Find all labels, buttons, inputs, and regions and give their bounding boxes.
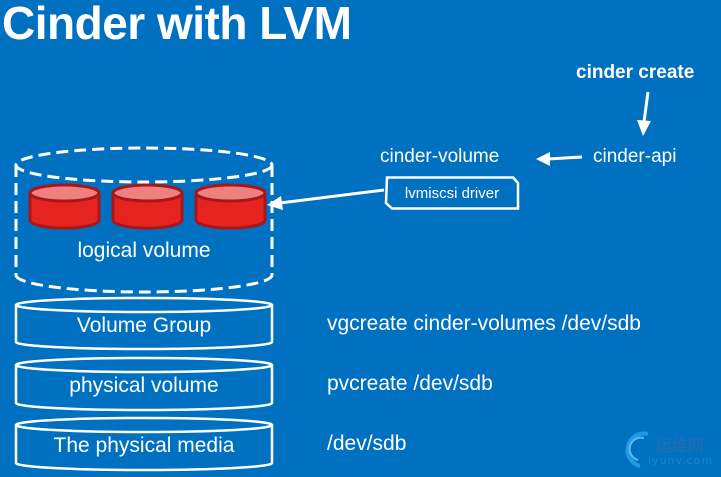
cinder-volume-label: cinder-volume	[380, 146, 500, 167]
logical-volume-label: logical volume	[77, 239, 211, 262]
volume-group-cylinder	[14, 296, 274, 351]
lvmiscsi-driver-label: lvmiscsi driver	[404, 184, 500, 202]
volume-group-label: Volume Group	[76, 314, 212, 337]
page-title: Cinder with LVM	[2, 0, 352, 49]
vgcreate-command: vgcreate cinder-volumes /dev/sdb	[327, 312, 641, 335]
physical-volume-cylinder	[14, 356, 274, 412]
physical-volume-label: physical volume	[69, 374, 219, 397]
arrow-create-to-api	[637, 91, 651, 136]
lv-cylinder-1	[28, 183, 101, 230]
arrow-api-to-volume	[536, 152, 583, 166]
device-path: /dev/sdb	[327, 432, 407, 455]
cinder-api-label: cinder-api	[593, 146, 677, 167]
physical-media-label: The physical media	[53, 434, 235, 457]
physical-media-cylinder	[14, 416, 274, 472]
cinder-create-command: cinder create	[576, 62, 695, 83]
watermark-cn-text: 运维网	[656, 436, 705, 455]
lv-cylinder-3	[194, 183, 267, 230]
logical-volume-container	[14, 146, 274, 294]
lv-cylinder-2	[111, 183, 184, 230]
lvmiscsi-driver-box: lvmiscsi driver	[384, 176, 520, 210]
watermark-en-text: iyunv.com	[648, 454, 714, 467]
arrow-driver-to-lv	[267, 188, 385, 210]
pvcreate-command: pvcreate /dev/sdb	[327, 372, 493, 395]
watermark-logo: 运维网 iyunv.com	[618, 428, 718, 472]
swirl-icon	[625, 431, 649, 468]
